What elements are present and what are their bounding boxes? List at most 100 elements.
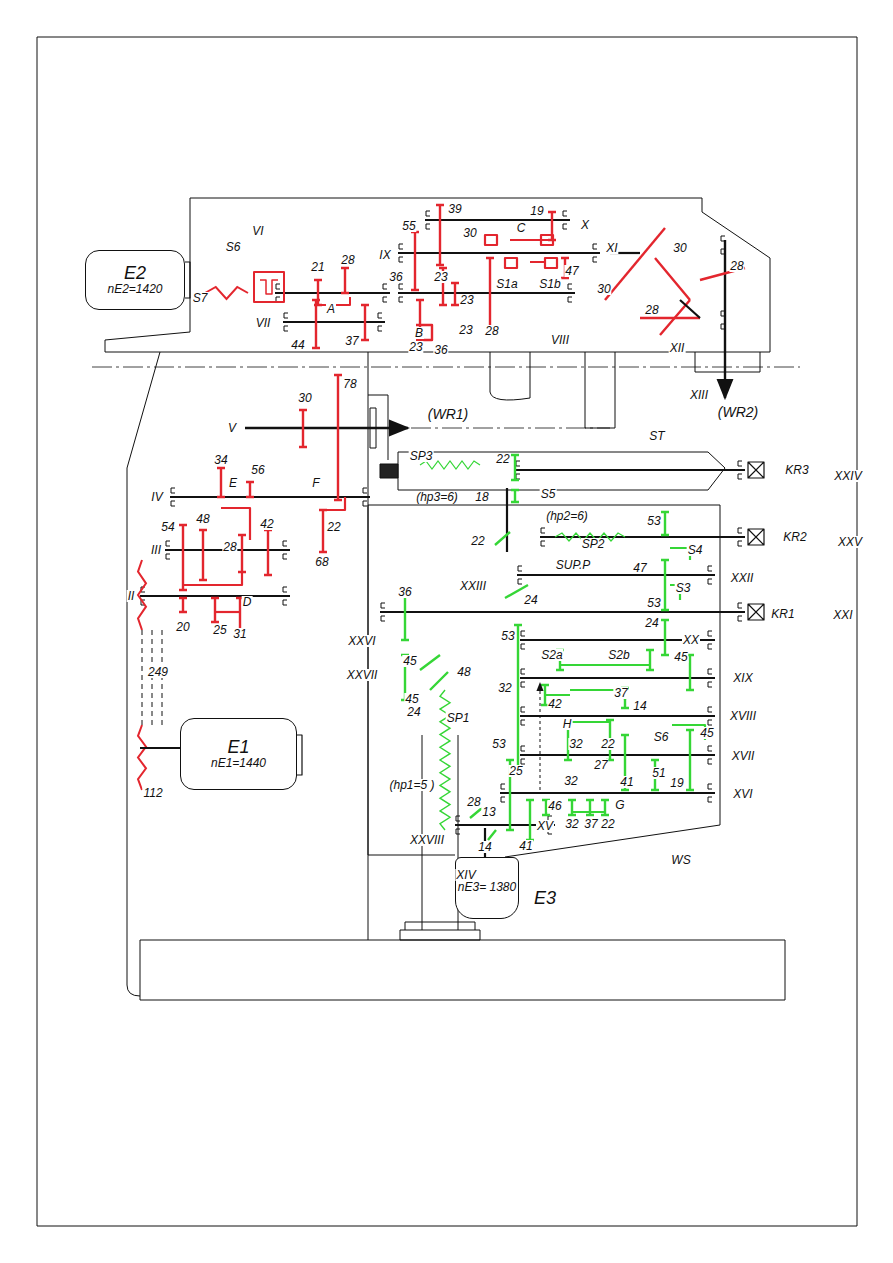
gear-symbol: [661, 620, 669, 655]
axis-line: [92, 367, 800, 368]
callout-label: 36: [388, 271, 403, 283]
gear-symbol: [436, 205, 444, 265]
callout-label: 21: [310, 261, 325, 273]
motor-box: E1nE1=1440: [180, 718, 297, 790]
callout-label: XXVI: [347, 635, 376, 647]
callout-label: 41: [518, 840, 533, 852]
callout-label: 19: [669, 777, 684, 789]
bearing-symbol: [738, 603, 742, 621]
callout-label: XI: [605, 242, 618, 254]
callout-label: S1a: [495, 278, 518, 290]
callout-label: X: [580, 219, 590, 231]
callout-label: 20: [175, 621, 190, 633]
callout-label: 53: [500, 630, 515, 642]
gear-symbol: [451, 283, 459, 305]
gear-symbol: [341, 268, 349, 293]
callout-label: 32: [563, 775, 578, 787]
bearing-symbol: [521, 631, 525, 649]
bearing-symbol: [399, 284, 403, 302]
callout-label: KR2: [782, 531, 807, 543]
callout-label: KR3: [784, 464, 809, 476]
callout-label: 13: [481, 806, 496, 818]
callout-label: D: [242, 596, 253, 608]
callout-label: 56: [250, 464, 265, 476]
bearing-symbol: [708, 707, 712, 725]
shift-block: [183, 572, 242, 585]
callout-label: XXIII: [459, 580, 487, 592]
callout-label: 45: [673, 651, 688, 663]
callout-label: 112: [142, 787, 163, 799]
callout-label: XXIV: [833, 470, 862, 482]
callout-label: 28: [644, 304, 659, 316]
callout-label: (hp2=6): [545, 510, 589, 522]
callout-label: 30: [462, 227, 477, 239]
coupling-symbol: [254, 272, 284, 302]
bevel-gear: [660, 268, 745, 335]
callout-label: 23: [459, 294, 474, 306]
callout-label: 23: [433, 271, 448, 283]
callout-label: 78: [342, 378, 357, 390]
shift-block: [568, 721, 610, 723]
base-outline: [140, 940, 785, 1000]
shift-block: [215, 611, 240, 613]
bearing-symbol: [456, 816, 460, 834]
callout-label: 53: [646, 597, 661, 609]
callout-label: 28: [729, 260, 744, 272]
callout-label: 46: [547, 800, 562, 812]
callout-label: 53: [491, 738, 506, 750]
callout-label: 22: [326, 521, 341, 533]
table-end: [380, 464, 398, 478]
bearing-symbol: [171, 488, 175, 506]
callout-label: II: [127, 590, 136, 602]
callout-label: S4: [687, 544, 704, 556]
gear-symbol: [299, 410, 307, 447]
gear-symbol: [238, 535, 246, 572]
callout-label: 48: [456, 666, 471, 678]
gear-symbol: [246, 482, 254, 497]
callout-label: 41: [619, 776, 634, 788]
callout-label: S5: [540, 488, 557, 500]
screw-symbol: [440, 690, 450, 830]
shift-block: [323, 497, 345, 510]
callout-label: WS: [670, 854, 691, 866]
shaft-line: [520, 677, 715, 679]
handwheel-symbol: [748, 604, 764, 620]
callout-label: 24: [523, 594, 538, 606]
motor-name: E1: [227, 737, 249, 758]
handwheel-symbol: [748, 529, 764, 545]
gear-symbol: [514, 625, 522, 775]
shaft-line: [517, 574, 715, 576]
shaft-line: [500, 792, 715, 794]
bevel-gear: [605, 228, 665, 300]
gear-symbol: [361, 305, 369, 340]
callout-label: (WR2): [717, 405, 759, 419]
shaft-line: [140, 595, 290, 597]
callout-label: 51: [651, 767, 666, 779]
bearing-symbol: [501, 784, 505, 802]
knee-outline: [368, 855, 455, 856]
callout-label: 27: [593, 759, 608, 771]
callout-label: 22: [470, 535, 485, 547]
callout-label: 37: [344, 335, 359, 347]
callout-label: XIII: [689, 389, 709, 401]
callout-label: XII: [669, 342, 686, 354]
bearing-symbol: [399, 244, 403, 262]
bearing-symbol: [518, 566, 522, 584]
bearing-symbol: [708, 669, 712, 687]
callout-label: 45: [404, 693, 419, 705]
bevel-gear: [420, 655, 448, 690]
callout-label: IX: [378, 249, 391, 261]
callout-label: XXVIII: [409, 834, 445, 846]
bearing-symbol: [521, 746, 525, 764]
spring-symbol: [420, 461, 480, 469]
callout-label: 31: [232, 628, 247, 640]
spring-symbol: [205, 287, 248, 299]
spindle-flange: [370, 408, 376, 448]
shaft-line: [680, 300, 700, 318]
callout-label: 25: [212, 624, 227, 636]
gear-symbol: [511, 455, 519, 480]
gear-symbol: [211, 598, 219, 622]
callout-label: XV: [536, 820, 554, 832]
callout-label: 36: [397, 586, 412, 598]
clutch-block: [485, 235, 553, 245]
